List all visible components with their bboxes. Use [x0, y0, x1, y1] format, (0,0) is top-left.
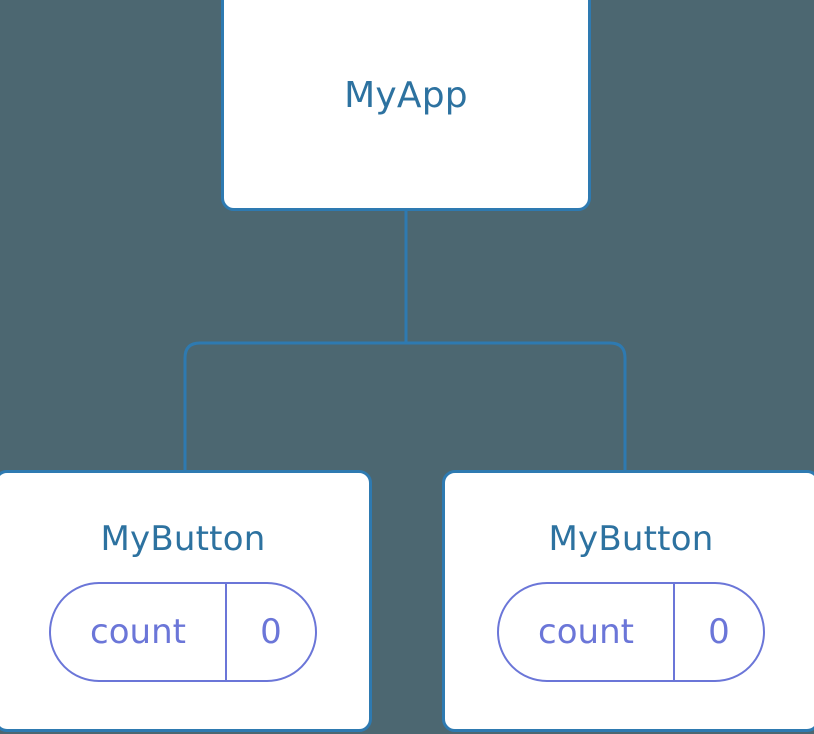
edge-to-child-left: [183, 341, 406, 472]
state-value-cell: 0: [227, 584, 315, 680]
edge-to-child-right: [406, 341, 627, 472]
node-root-myapp[interactable]: MyApp: [221, 0, 591, 211]
state-pill[interactable]: count 0: [497, 582, 765, 682]
state-key-label: count: [538, 612, 634, 652]
state-value-label: 0: [260, 612, 282, 652]
node-child-mybutton-2[interactable]: MyButton count 0: [442, 470, 814, 732]
state-key-cell: count: [51, 584, 227, 680]
node-title: MyButton: [548, 519, 714, 559]
state-key-cell: count: [499, 584, 675, 680]
node-title: MyApp: [344, 74, 468, 116]
state-value-label: 0: [708, 612, 730, 652]
state-value-cell: 0: [675, 584, 763, 680]
node-title: MyButton: [100, 519, 266, 559]
node-child-mybutton-1[interactable]: MyButton count 0: [0, 470, 372, 732]
state-key-label: count: [90, 612, 186, 652]
state-pill[interactable]: count 0: [49, 582, 317, 682]
